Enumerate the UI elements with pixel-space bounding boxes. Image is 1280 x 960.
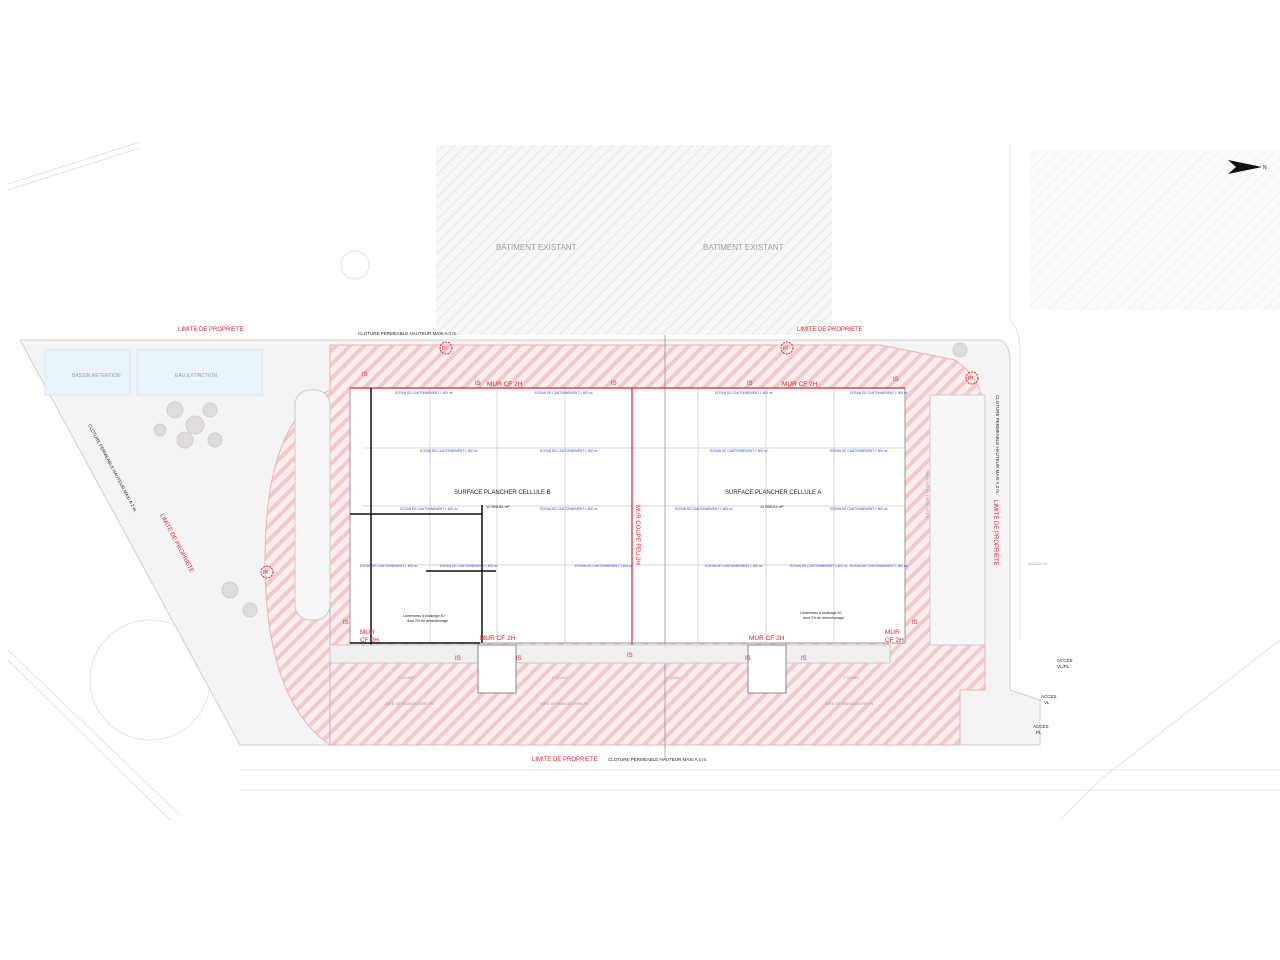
svg-text:IS: IS — [801, 656, 807, 662]
warehouse-building — [349, 387, 906, 644]
svg-text:IS: IS — [627, 653, 633, 659]
firewall-labels: MUR CF 2H MUR CF 2H MUR CF 2H MUR CF 2H … — [360, 381, 904, 644]
svg-text:PI: PI — [263, 570, 268, 576]
svg-text:1 QUAI: 1 QUAI — [666, 675, 679, 680]
side-access-label: ACCES VL — [1028, 561, 1049, 566]
svg-text:LIMITE DE PROPRIETE: LIMITE DE PROPRIETE — [178, 327, 244, 333]
svg-text:8 QUAIS: 8 QUAIS — [552, 675, 568, 680]
svg-text:ECRAN DE CANTONNEMENT 1 600 m²: ECRAN DE CANTONNEMENT 1 600 m² — [540, 507, 598, 511]
svg-text:VL: VL — [1044, 700, 1050, 705]
dimension-lines — [350, 388, 496, 645]
svg-text:AIRE DE MANOEUVRE PL: AIRE DE MANOEUVRE PL — [825, 701, 875, 706]
svg-text:PL: PL — [1036, 730, 1042, 735]
svg-text:VL/PL: VL/PL — [1057, 664, 1070, 669]
surroundings — [7, 141, 1280, 821]
parking — [929, 394, 986, 646]
svg-text:ECRAN DE CANTONNEMENT 1 600 m²: ECRAN DE CANTONNEMENT 1 600 m² — [675, 507, 733, 511]
svg-text:ECRAN DE CANTONNEMENT 1 600 m²: ECRAN DE CANTONNEMENT 1 600 m² — [790, 564, 848, 568]
svg-text:PI: PI — [442, 346, 447, 352]
svg-text:IS: IS — [893, 377, 899, 383]
existing-building-label: BATIMENT EXISTANT — [496, 243, 577, 252]
svg-text:Lanterneau d'éclairage 40: Lanterneau d'éclairage 40 — [800, 611, 841, 615]
svg-text:IS: IS — [516, 656, 522, 662]
fire-hydrants: PI PI PI PI — [260, 341, 979, 579]
office-block — [477, 644, 517, 694]
cell-b-title: SURFACE PLANCHER CELLULE B — [454, 490, 551, 496]
svg-text:IS: IS — [912, 620, 918, 626]
svg-text:ECRAN DE CANTONNEMENT 1 600 m²: ECRAN DE CANTONNEMENT 1 600 m² — [360, 564, 418, 568]
svg-text:IS: IS — [362, 372, 368, 378]
cell-a-title: SURFACE PLANCHER CELLULE A — [725, 490, 821, 496]
roundabout-lane — [294, 389, 331, 621]
svg-text:LIMITE DE PROPRIETE: LIMITE DE PROPRIETE — [532, 757, 598, 763]
cell-a-area: 11 998,01 m² — [760, 504, 784, 509]
svg-text:ECRAN DE CANTONNEMENT 1 600 m²: ECRAN DE CANTONNEMENT 1 600 m² — [420, 449, 478, 453]
svg-text:N: N — [1263, 165, 1267, 171]
svg-text:ECRAN DE CANTONNEMENT 1 600 m²: ECRAN DE CANTONNEMENT 1 600 m² — [710, 449, 768, 453]
svg-text:PI: PI — [783, 346, 788, 352]
svg-text:MUR: MUR — [885, 629, 900, 636]
svg-text:CLOTURE PERMEABLE HAUTEUR MAXI: CLOTURE PERMEABLE HAUTEUR MAXI A 2 m. — [995, 395, 1000, 494]
svg-text:ECRAN DE CANTONNEMENT 1 600 m²: ECRAN DE CANTONNEMENT 1 600 m² — [400, 507, 458, 511]
svg-text:ACCES: ACCES — [1033, 724, 1049, 729]
svg-text:dont 2% de désenfumage: dont 2% de désenfumage — [803, 616, 844, 620]
svg-text:CF 2H: CF 2H — [885, 637, 904, 644]
svg-text:IS: IS — [747, 381, 753, 387]
svg-text:MUR CF 2H: MUR CF 2H — [480, 635, 516, 642]
svg-text:ECRAN DE CANTONNEMENT 1 600 m²: ECRAN DE CANTONNEMENT 1 600 m² — [830, 507, 888, 511]
is-markers: IS IS IS IS IS IS IS IS IS IS IS IS — [343, 372, 918, 662]
svg-text:ECRAN DE CANTONNEMENT 1 600 m²: ECRAN DE CANTONNEMENT 1 600 m² — [850, 564, 908, 568]
retention-basin — [44, 349, 131, 396]
dock-labels: 7 QUAIS 8 QUAIS 1 QUAI 7 QUAIS AIRE DE MAN… — [385, 675, 875, 706]
svg-text:MUR: MUR — [360, 629, 375, 636]
svg-text:AIRE DE MANOEUVRE PL: AIRE DE MANOEUVRE PL — [385, 701, 435, 706]
svg-text:IS: IS — [745, 656, 751, 662]
svg-text:IS: IS — [343, 620, 349, 626]
extinction-basin — [136, 349, 263, 396]
extinction-basin-label: EAU EXTINCTION — [175, 373, 217, 379]
svg-text:7 QUAIS: 7 QUAIS — [398, 675, 414, 680]
svg-text:AIRE DE MANOEUVRE PL: AIRE DE MANOEUVRE PL — [540, 701, 590, 706]
existing-building-label: BATIMENT EXISTANT — [703, 243, 784, 252]
central-firewall-label: MUR COUPE FEU 2H — [634, 505, 640, 565]
svg-text:CF 2H: CF 2H — [360, 637, 379, 644]
svg-text:LIMITE DE PROPRIETE: LIMITE DE PROPRIETE — [797, 327, 863, 333]
svg-text:ACCES: ACCES — [1041, 694, 1057, 699]
svg-text:ECRAN DE CANTONNEMENT 1 600 m²: ECRAN DE CANTONNEMENT 1 600 m² — [440, 564, 498, 568]
svg-text:ECRAN DE CANTONNEMENT 1 600 m²: ECRAN DE CANTONNEMENT 1 600 m² — [575, 564, 633, 568]
existing-building-area — [436, 145, 832, 335]
svg-text:ECRAN DE CANTONNEMENT 1 600 m²: ECRAN DE CANTONNEMENT 1 600 m² — [715, 391, 773, 395]
svg-text:CLOTURE PERMEABLE HAUTEUR MAXI: CLOTURE PERMEABLE HAUTEUR MAXI A 2 m. — [358, 331, 457, 336]
svg-text:dont 2% de désenfumage: dont 2% de désenfumage — [407, 619, 448, 623]
svg-text:ECRAN DE CANTONNEMENT 1 600 m²: ECRAN DE CANTONNEMENT 1 600 m² — [850, 391, 908, 395]
north-arrow-icon: N — [1228, 160, 1267, 174]
svg-text:MUR CF 2H: MUR CF 2H — [749, 635, 785, 642]
svg-text:ECRAN DE CANTONNEMENT 1 600 m²: ECRAN DE CANTONNEMENT 1 600 m² — [830, 449, 888, 453]
svg-text:Lanterneau d'éclairage 40: Lanterneau d'éclairage 40 — [403, 614, 444, 618]
svg-text:ACCES: ACCES — [1057, 658, 1073, 663]
svg-text:MUR CF 2H: MUR CF 2H — [487, 381, 523, 388]
svg-text:MUR CF 2H: MUR CF 2H — [782, 381, 818, 388]
svg-text:IS: IS — [455, 656, 461, 662]
cell-b-area: 11 998,84 m² — [486, 504, 510, 509]
retention-basin-label: BASSIN RETENTION — [72, 373, 121, 379]
svg-text:CLOTURE PERMEABLE HAUTEUR MAXI: CLOTURE PERMEABLE HAUTEUR MAXI A 2 m. — [608, 757, 707, 762]
svg-text:7 QUAIS: 7 QUAIS — [843, 675, 859, 680]
svg-text:PI: PI — [968, 376, 973, 382]
svg-text:ECRAN DE CANTONNEMENT 1 600 m²: ECRAN DE CANTONNEMENT 1 600 m² — [705, 564, 763, 568]
existing-building-area — [1030, 150, 1280, 310]
office-block — [747, 644, 787, 694]
structural-grid — [362, 335, 905, 760]
svg-text:ECRAN DE CANTONNEMENT 1 600 m²: ECRAN DE CANTONNEMENT 1 600 m² — [540, 449, 598, 453]
svg-text:LIMITE DE PROPRIETE: LIMITE DE PROPRIETE — [992, 500, 998, 566]
svg-text:ECRAN DE CANTONNEMENT 1 600 m²: ECRAN DE CANTONNEMENT 1 600 m² — [395, 391, 453, 395]
svg-text:ECRAN DE CANTONNEMENT 1 600 m²: ECRAN DE CANTONNEMENT 1 600 m² — [535, 391, 593, 395]
svg-text:IS: IS — [611, 381, 617, 387]
svg-text:IS: IS — [475, 381, 481, 387]
parking-label: PARKING VL 138 PLACES — [925, 470, 930, 519]
